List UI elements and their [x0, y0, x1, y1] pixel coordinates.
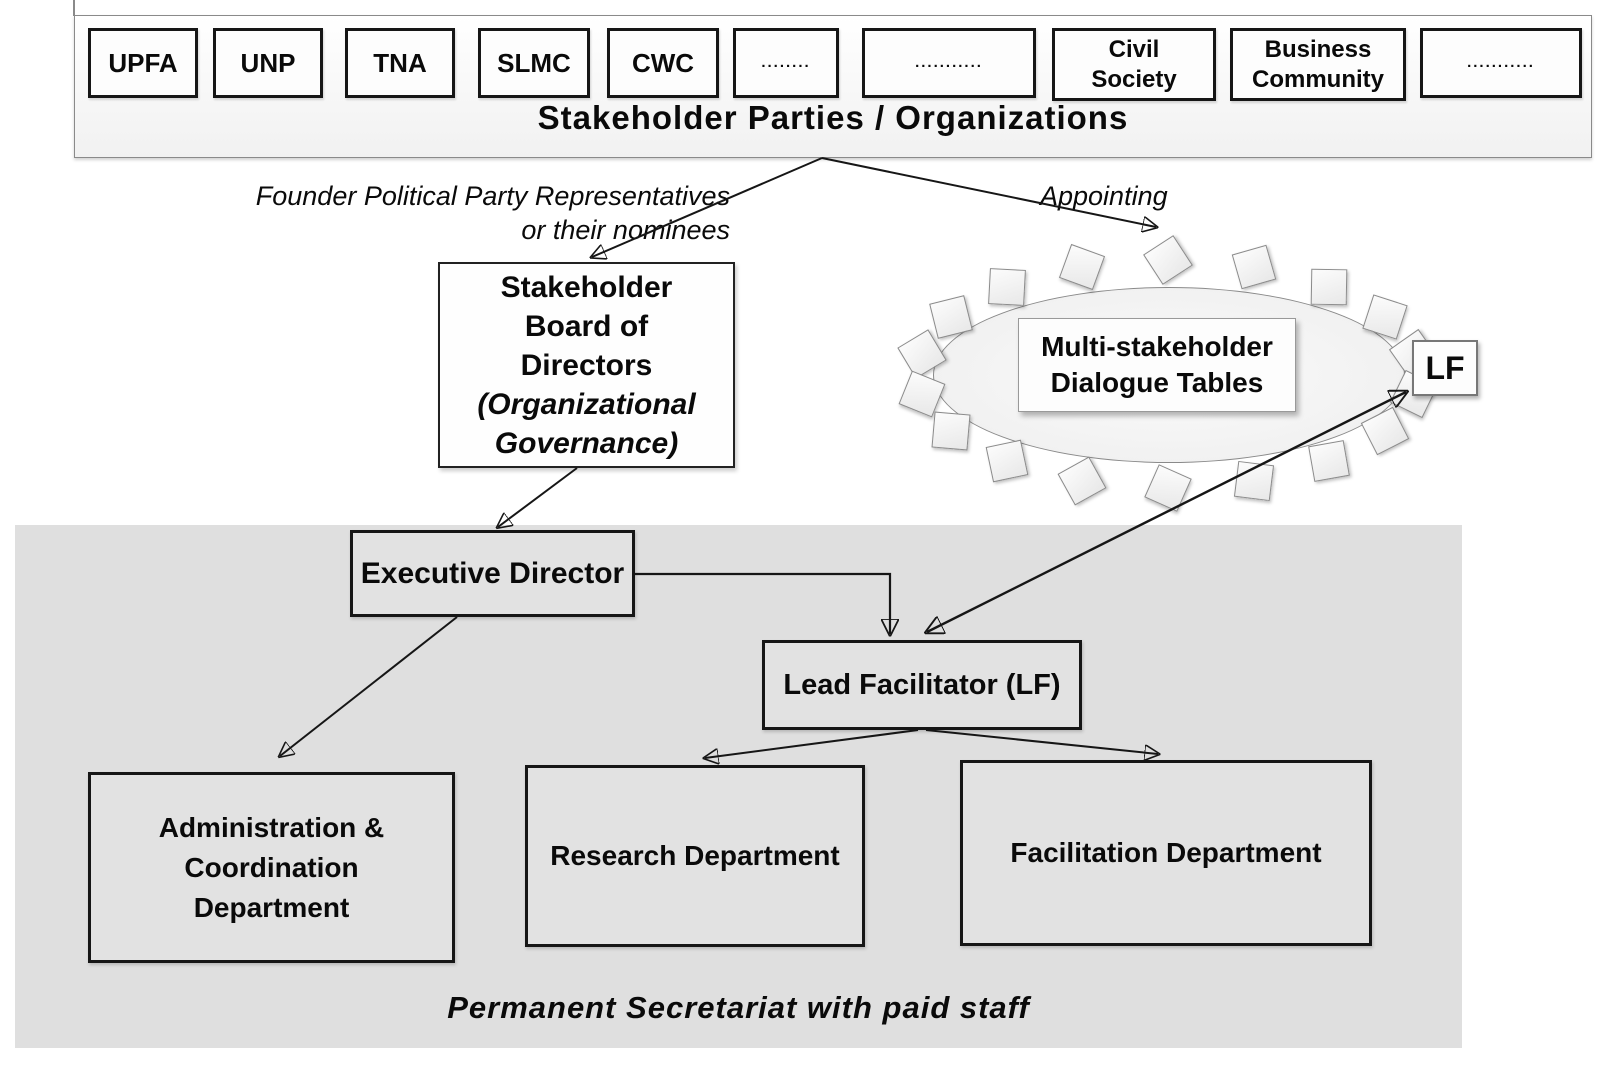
party-box-civil-society: Civil Society	[1052, 28, 1216, 101]
lf-box: LF	[1412, 340, 1478, 396]
party-box-cwc: CWC	[607, 28, 719, 98]
research-department-box: Research Department	[525, 765, 865, 947]
facilitation-department-box: Facilitation Department	[960, 760, 1372, 946]
seat-icon	[1231, 244, 1276, 290]
multi-stakeholder-dialogue-tables-box: Multi-stakeholder Dialogue Tables	[1018, 318, 1296, 412]
seat-icon	[1307, 440, 1350, 483]
party-box-ellipsis-2: ...........	[862, 28, 1036, 98]
administration-coordination-department-box: Administration & Coordination Department	[88, 772, 455, 963]
seat-icon	[1059, 243, 1106, 290]
party-box-ellipsis-1: ........	[733, 28, 839, 98]
stakeholder-container-title: Stakeholder Parties / Organizations	[537, 99, 1129, 136]
founder-representatives-label: Founder Political Party Representatives …	[255, 181, 730, 245]
party-box-business-community: Business Community	[1230, 28, 1406, 101]
seat-icon	[1058, 456, 1107, 506]
party-box-tna: TNA	[345, 28, 455, 98]
permanent-secretariat-caption: Permanent Secretariat with paid staff	[447, 990, 1030, 1025]
party-box-ellipsis-3: ...........	[1420, 28, 1582, 98]
seat-icon	[988, 267, 1027, 306]
seat-icon	[931, 411, 971, 451]
party-box-slmc: SLMC	[478, 28, 590, 98]
stakeholder-board-label: Stakeholder Board of Directors	[500, 270, 673, 382]
party-box-upfa: UPFA	[88, 28, 198, 98]
appointing-label: Appointing	[1040, 181, 1168, 211]
party-box-unp: UNP	[213, 28, 323, 98]
organizational-governance-label: (Organizational Governance)	[477, 387, 696, 460]
executive-director-box: Executive Director	[350, 530, 635, 617]
seat-icon	[1144, 464, 1192, 512]
stakeholder-board-box: Stakeholder Board of Directors (Organiza…	[438, 262, 735, 468]
seat-icon	[985, 439, 1029, 483]
seat-icon	[1233, 461, 1274, 502]
arrow-board-to-executive	[498, 467, 578, 527]
seat-icon	[1310, 268, 1347, 305]
seat-icon	[1143, 235, 1193, 285]
lead-facilitator-box: Lead Facilitator (LF)	[762, 640, 1082, 730]
container-edge-line	[73, 0, 75, 16]
